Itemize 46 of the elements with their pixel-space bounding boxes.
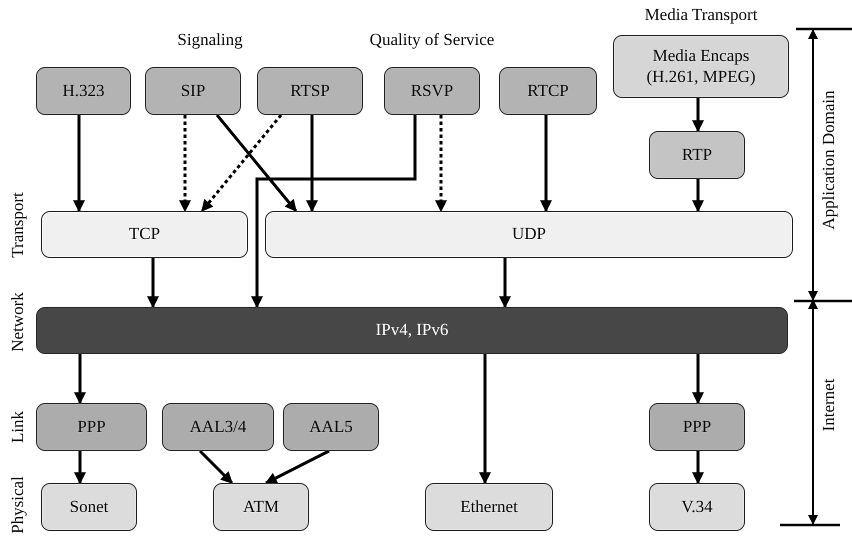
domain-label: Internet (819, 378, 839, 432)
dashed-arrow (200, 114, 282, 212)
protocol-box: UDP (265, 211, 793, 258)
group-heading: Media Transport (644, 5, 758, 25)
arrow (73, 115, 85, 212)
arrow (251, 115, 416, 308)
arrow (264, 450, 330, 484)
protocol-box: RSVP (384, 67, 480, 115)
protocol-box: RTCP (499, 67, 597, 115)
protocol-box: AAL3/4 (162, 403, 274, 451)
layer-label: Transport (8, 192, 28, 258)
protocol-box: V.34 (649, 483, 745, 531)
arrow (74, 451, 86, 484)
arrow (74, 354, 86, 404)
protocol-box: AAL5 (283, 403, 379, 451)
layer-label: Link (8, 410, 28, 444)
dashed-arrow (435, 115, 447, 212)
arrow (216, 114, 298, 212)
protocol-box: Media Encaps (H.261, MPEG) (613, 35, 789, 98)
layer-label: Network (8, 292, 28, 352)
arrow (479, 354, 491, 484)
arrow (692, 354, 704, 404)
layer-label: Physical (8, 476, 28, 534)
protocol-box: ATM (213, 483, 309, 531)
arrow (540, 115, 552, 212)
protocol-box: SIP (145, 67, 241, 115)
protocol-box: H.323 (36, 67, 131, 115)
group-heading: Quality of Service (370, 30, 494, 50)
protocol-box: Sonet (41, 483, 137, 531)
arrow (147, 258, 159, 308)
group-heading: Signaling (177, 30, 243, 50)
network-layer-bar: IPv4, IPv6 (36, 307, 788, 354)
arrow (499, 258, 511, 308)
arrow (198, 450, 234, 484)
protocol-box: PPP (36, 403, 147, 451)
domain-label: Application Domain (819, 90, 839, 230)
protocol-box: RTSP (257, 67, 363, 115)
arrow (692, 98, 704, 132)
arrow (692, 179, 704, 212)
protocol-box: RTP (649, 131, 745, 179)
protocol-box: TCP (41, 211, 248, 258)
arrow (692, 451, 704, 484)
protocol-box: Ethernet (425, 483, 553, 531)
dashed-arrow (179, 115, 191, 212)
arrow (306, 115, 318, 212)
protocol-box: PPP (649, 403, 745, 451)
